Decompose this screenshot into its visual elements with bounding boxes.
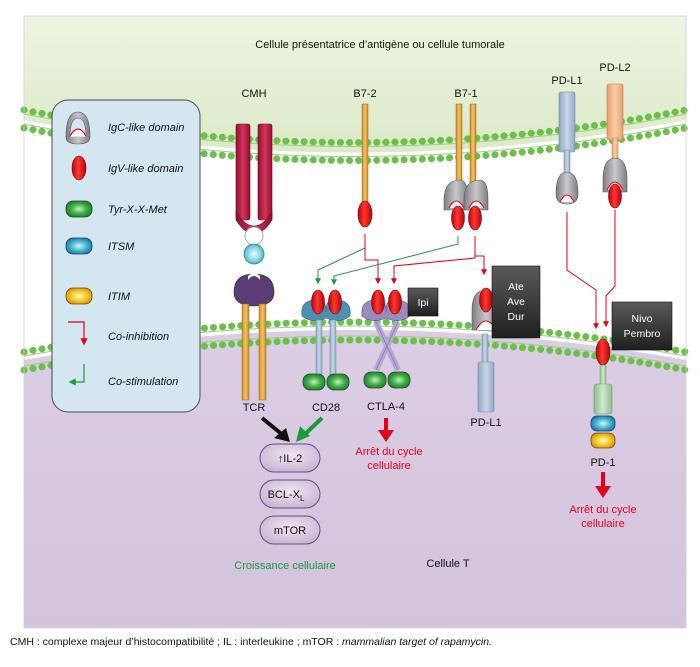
legend-panel: IgC-like domain IgV-like domain Tyr-X-X-… <box>51 99 201 413</box>
bclxl-main: BCL-X <box>268 489 301 501</box>
ate-label: Ate <box>508 281 524 293</box>
legend-label-igv: IgV-like domain <box>108 163 183 175</box>
ave-label: Ave <box>507 296 525 308</box>
tcr-molecule <box>233 273 275 401</box>
il2-pill: ↑IL-2 <box>259 443 321 473</box>
legend-label-co-inhibition: Co-inhibition <box>108 331 169 343</box>
pembro-label: Pembro <box>624 328 661 340</box>
signalling-arrows <box>260 416 611 498</box>
mtor-pill: mTOR <box>259 515 321 545</box>
mtor-label: mTOR <box>274 525 306 537</box>
b72-label: B7-2 <box>353 88 376 100</box>
pdl2-label: PD-L2 <box>599 62 630 74</box>
dur-label: Dur <box>508 311 525 323</box>
tyr-motif-icon <box>65 200 93 218</box>
pd1-molecule <box>590 338 616 449</box>
interaction-arrows <box>315 210 616 330</box>
peptide-antigen <box>243 226 265 265</box>
b71-label: B7-1 <box>454 88 477 100</box>
pdl1-bottom-label: PD-L1 <box>470 417 501 429</box>
bclxl-pill: BCL-XL <box>259 479 321 509</box>
cmh-molecule <box>235 123 273 235</box>
ctla4-label: CTLA-4 <box>367 401 405 413</box>
pdl2-molecule <box>602 83 628 209</box>
t-cell-label: Cellule T <box>426 558 469 570</box>
ipi-drug-box: Ipi <box>407 287 439 317</box>
tcr-label: TCR <box>243 402 266 414</box>
arret-ctla4-line2: cellulaire <box>367 460 410 472</box>
apc-label: Cellule présentatrice d’antigène ou cell… <box>255 39 504 51</box>
footnote-text: CMH : complexe majeur d’histocompatibili… <box>10 636 343 648</box>
arret-ctla4-line1: Arrêt du cycle <box>355 446 422 458</box>
arret-pd1-line2: cellulaire <box>581 518 624 530</box>
cd28-molecule <box>301 289 351 391</box>
cmh-label: CMH <box>241 88 266 100</box>
legend-label-co-stimulation: Co-stimulation <box>108 376 178 388</box>
croissance-label: Croissance cellulaire <box>234 560 336 572</box>
bclxl-label: BCL-XL <box>268 489 305 503</box>
ctla4-molecule <box>361 289 411 389</box>
co-inhibition-arrow-icon <box>68 321 88 346</box>
pdl1-top-label: PD-L1 <box>551 75 582 87</box>
itsm-icon <box>65 237 93 255</box>
ate-ave-dur-drug-box: Ate Ave Dur <box>491 265 541 339</box>
b72-molecule <box>357 103 373 228</box>
igc-domain-icon <box>65 111 91 145</box>
arret-pd1-line1: Arrêt du cycle <box>569 504 636 516</box>
legend-label-tyr: Tyr-X-X-Met <box>108 204 168 216</box>
pdl1-top-molecule <box>555 91 579 205</box>
footnote-italic: mammalian target of rapamycin. <box>342 636 493 648</box>
il2-label: ↑IL-2 <box>278 453 302 465</box>
bclxl-subscript: L <box>300 494 305 503</box>
igv-domain-icon <box>71 155 87 181</box>
nivo-label: Nivo <box>631 313 652 325</box>
cd28-label: CD28 <box>312 402 340 414</box>
diagram-frame <box>23 15 687 629</box>
co-stimulation-arrow-icon <box>68 364 85 386</box>
itim-icon <box>65 287 93 305</box>
footnote: CMH : complexe majeur d’histocompatibili… <box>10 636 492 648</box>
legend-label-itsm: ITSM <box>108 241 135 253</box>
pd1-label: PD-1 <box>590 457 615 469</box>
b71-dimer <box>443 103 489 231</box>
legend-label-igc: IgC-like domain <box>108 122 184 134</box>
nivo-pembro-drug-box: Nivo Pembro <box>611 301 673 351</box>
legend-label-itim: ITIM <box>108 291 131 303</box>
ipi-label: Ipi <box>417 297 428 309</box>
